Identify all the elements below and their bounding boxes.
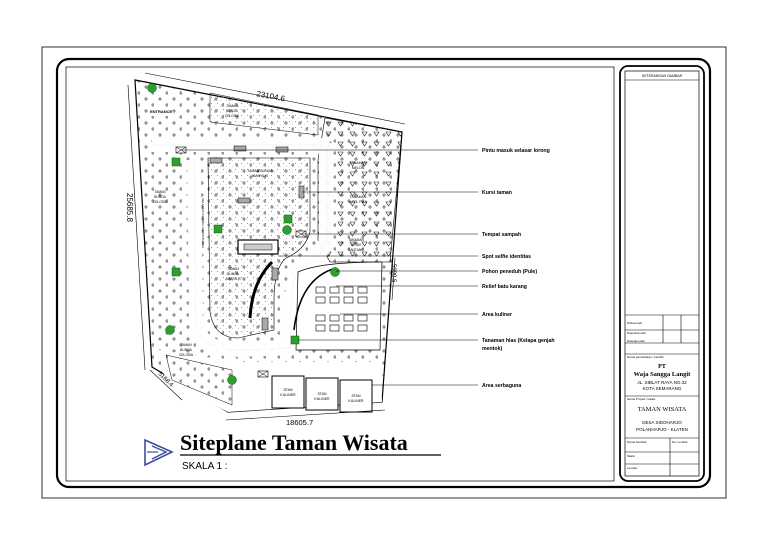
tb-company-name: Waja Sangga Langit — [634, 371, 692, 378]
callout-relief: Relief batu karang — [482, 284, 527, 290]
label-celosia-top-2: BUNGA — [226, 109, 239, 113]
label-amarilis-1b: AMARILIS — [252, 174, 269, 178]
dim-bottom: 18605.7 — [286, 418, 313, 427]
scale-label: SKALA 1 : — [182, 461, 228, 472]
page-title: Siteplane Taman Wisata — [180, 430, 408, 455]
dim-right: 5999.5 — [390, 264, 396, 283]
label-celosia-left-2: BUNGA — [154, 195, 167, 199]
stan-kuliner-1 — [271, 375, 305, 409]
tb-bottom-1: Nama Gambar — [627, 440, 647, 444]
label-apel-2: APEL FUJI — [349, 200, 366, 204]
label-celosia-bottom-3: CELOSIA — [179, 353, 194, 357]
label-celosia-left-3: CELOSIA — [153, 200, 168, 204]
tb-location-2: POLANHARJO - KLATEN — [636, 427, 688, 432]
callout-leaders — [182, 149, 478, 386]
label-stan-2b: KULINER — [314, 397, 330, 401]
label-jeruk-1: TANAMAN — [348, 238, 364, 242]
dim-left: 25685.8 — [125, 193, 134, 222]
tb-row-1: Dibuat oleh — [627, 321, 643, 325]
label-entrance: ENTRANCE — [150, 109, 173, 114]
callout-pohon-peneduh: Pohon peneduh (Pule) — [482, 269, 537, 275]
tb-bottom-2: Skala — [627, 454, 635, 458]
site-plan — [127, 72, 406, 421]
tb-company-label: Nama perusahaan / pemilik — [627, 355, 664, 359]
label-stan-1a: STAN — [283, 388, 293, 392]
top-garden — [209, 92, 319, 136]
callout-area-kuliner: Area kuliner — [482, 312, 512, 318]
label-amarilis-2a: TAMAN — [227, 267, 239, 271]
label-apel-1: TANAMAN — [350, 195, 367, 199]
tb-project-label: Nama Proyek / lokasi — [627, 397, 656, 401]
label-amarilis-1a: TAMAN BUNGA — [247, 169, 273, 173]
label-path: SELASAR LORONG TAMAN BUNGA — [201, 198, 205, 248]
label-stan-3a: STAN — [351, 394, 361, 398]
dimension-lines — [127, 72, 406, 421]
callout-kursi-taman: Kursi taman — [482, 190, 512, 196]
callout-tanaman-hias-2: mentok) — [482, 346, 502, 352]
north-arrow-icon — [144, 438, 174, 467]
label-celosia-top-1: TAMAN — [226, 104, 238, 108]
dim-top: 23104.6 — [256, 89, 287, 103]
trees — [147, 83, 340, 385]
label-celosia-bottom-1: TAMAN — [180, 343, 192, 347]
culinary-tables — [315, 286, 368, 332]
label-celosia-bottom-2: BUNGA — [180, 348, 193, 352]
label-melon-1: TANAMAN — [350, 161, 367, 165]
label-stan-2a: STAN — [317, 392, 327, 396]
tb-address-2: KOTA SEMARANG — [643, 386, 682, 391]
orchard-zone — [317, 117, 403, 263]
tb-bottom-3: Lembar — [627, 466, 637, 470]
label-amarilis-2c: AMARILIS — [225, 277, 241, 281]
label-stan-1b: KULINER — [280, 393, 296, 397]
stan-kuliner-2 — [305, 377, 339, 411]
callout-spot-selfie: Spot selfie identitas — [482, 254, 531, 260]
benches — [209, 145, 305, 331]
relief-wall — [248, 260, 274, 319]
callout-pintu-masuk: Pintu masuk selasar lorong — [482, 148, 550, 154]
label-melon-2: MELON — [352, 166, 365, 170]
tb-address-1: JL. SIBLAT RAYA NO.32 — [637, 380, 687, 385]
callout-tanaman-hias-1: Tanaman hias (Kelapa genjah — [482, 338, 555, 344]
label-stan-3b: KULINER — [348, 399, 364, 403]
label-celosia-top-3: CELOSIA — [225, 114, 240, 118]
label-jeruk-3: SANTANG — [348, 248, 364, 252]
tb-row-3: Disetujui oleh — [627, 339, 645, 343]
tb-project: TAMAN WISATA — [638, 406, 687, 413]
tb-location-1: DESA SIDOHARJO — [642, 420, 682, 425]
label-jeruk-2: JERUK — [351, 243, 363, 247]
title-block — [619, 65, 705, 482]
tb-company-pt: PT — [658, 364, 666, 370]
callout-tempat-sampah: Tempat sampah — [482, 232, 521, 238]
sheet-border — [41, 46, 727, 499]
label-amarilis-2b: BUNGA — [227, 272, 240, 276]
tb-row-2: Diperiksa oleh — [627, 331, 646, 335]
label-celosia-left-1: TAMAN — [154, 190, 166, 194]
tb-header: KETERANGAN GAMBAR — [642, 74, 683, 78]
callout-area-serbaguna: Area serbaguna — [482, 383, 521, 389]
culinary-area — [295, 261, 383, 351]
tb-sheet-label: No. Lembar — [672, 440, 688, 444]
